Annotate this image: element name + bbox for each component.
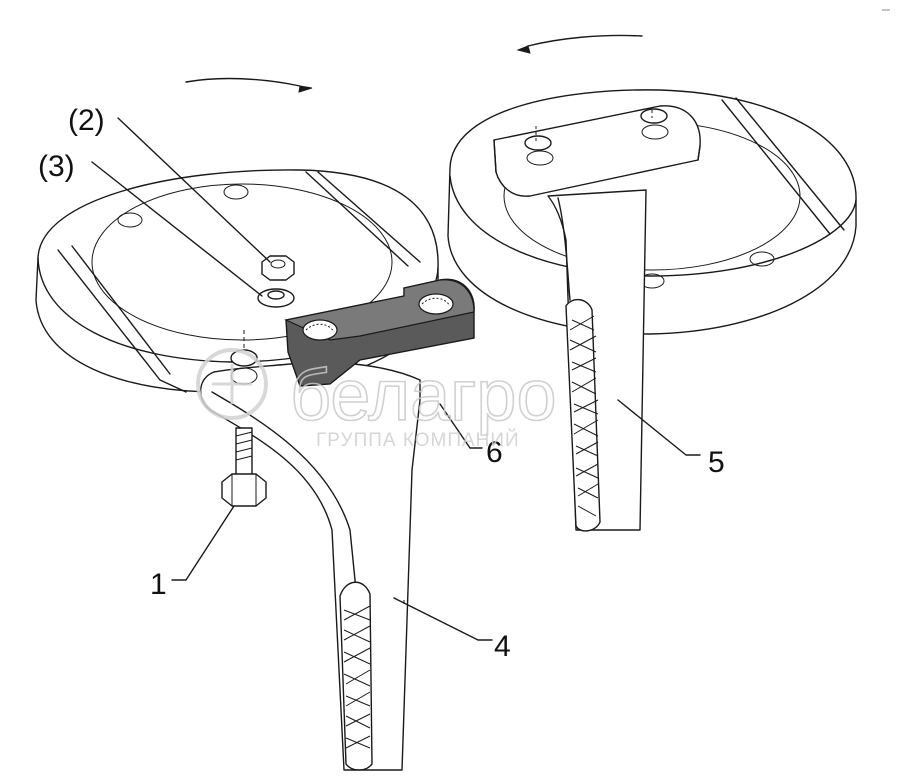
leader-lines — [91, 117, 701, 641]
watermark-subtitle: ГРУППА КОМПАНИЙ — [316, 429, 520, 451]
clamp-plate — [284, 278, 475, 387]
callout-washer: (3) — [38, 150, 75, 183]
watermark-logo: белагро ГРУППА КОМПАНИЙ — [196, 348, 557, 451]
watermark-brand: белагро — [290, 356, 556, 436]
callout-nut: (2) — [68, 104, 105, 137]
callout-right-knife: 5 — [708, 446, 725, 479]
bolt — [221, 427, 267, 507]
callout-left-knife: 4 — [494, 630, 511, 663]
washer — [257, 288, 295, 308]
right-knife — [493, 105, 701, 532]
rotation-arrow-right-disc — [516, 34, 643, 54]
rotation-arrow-left-disc — [185, 77, 313, 93]
callout-clamp-plate: 6 — [486, 436, 503, 469]
callout-bolt: 1 — [150, 568, 167, 601]
